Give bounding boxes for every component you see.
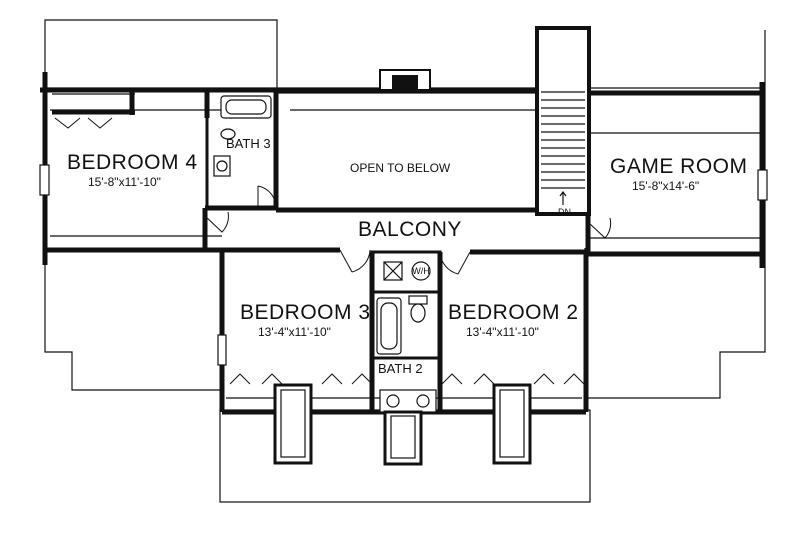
bedroom-4-closet <box>52 92 135 129</box>
bedroom-3-dims: 13'-4"x11'-10" <box>258 325 331 339</box>
balcony-walls <box>202 205 612 275</box>
utility-closet: W/H <box>370 250 442 294</box>
open-to-below-name: OPEN TO BELOW <box>350 161 451 175</box>
bedroom-2-dims: 13'-4"x11'-10" <box>466 325 539 339</box>
bath-3 <box>204 88 278 210</box>
bedroom-2-name: BEDROOM 2 <box>448 301 579 324</box>
bedroom-4-name: BEDROOM 4 <box>67 151 198 174</box>
windows <box>39 164 768 366</box>
game-room-dims: 15'-8"x14'-6" <box>632 179 699 193</box>
balcony-name: BALCONY <box>358 218 462 241</box>
bath-2-name: BATH 2 <box>378 361 423 376</box>
interior-walls <box>369 252 443 412</box>
water-heater-label: W/H <box>412 266 430 276</box>
chimney <box>379 69 431 91</box>
staircase <box>535 26 591 216</box>
game-room-name: GAME ROOM <box>610 155 748 178</box>
bedroom-3-name: BEDROOM 3 <box>240 301 371 324</box>
bath-2 <box>369 290 443 413</box>
bath-3-name: BATH 3 <box>226 136 271 151</box>
dormers <box>273 383 532 466</box>
bedroom-4-dims: 15'-8"x11'-10" <box>88 175 161 189</box>
stair-down-label: DN <box>558 207 571 217</box>
bedroom-closets <box>229 373 585 385</box>
